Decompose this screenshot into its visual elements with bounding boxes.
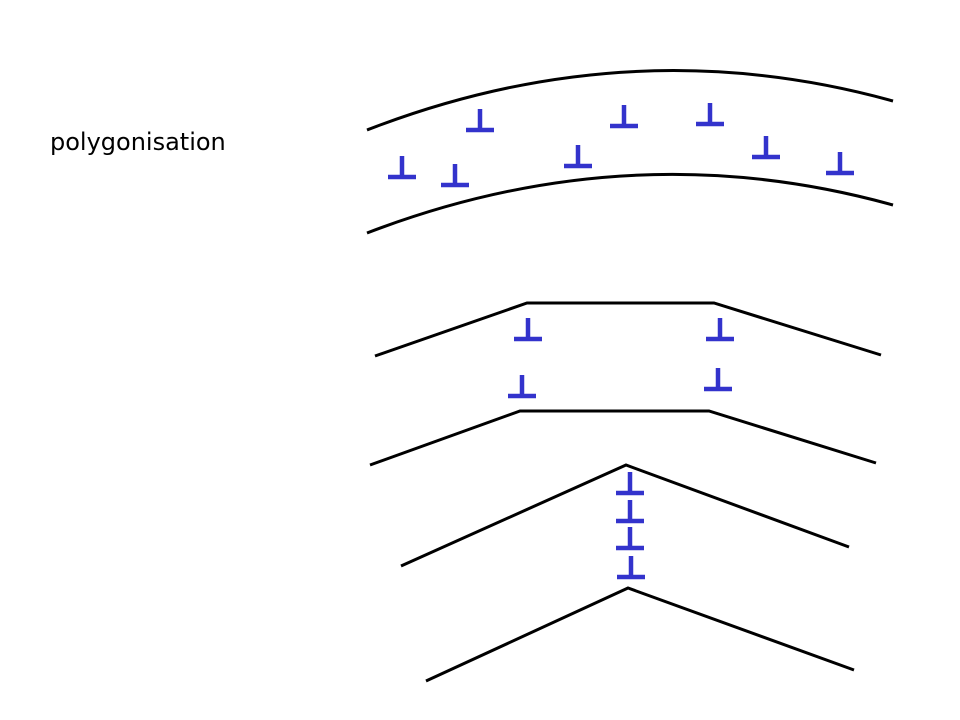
edge-dislocation-icon — [696, 103, 724, 127]
edge-dislocation-icon — [752, 136, 780, 160]
edge-dislocation-icon — [616, 527, 644, 551]
curved-plane-upper — [366, 69, 894, 132]
polygon-plane-upper — [374, 301, 882, 358]
edge-dislocation-icon — [616, 500, 644, 524]
edge-dislocation-icon — [508, 375, 536, 399]
edge-dislocation-icon — [441, 164, 469, 188]
edge-dislocation-icon — [466, 109, 494, 133]
curved-plane-lower — [366, 172, 894, 235]
edge-dislocation-icon — [564, 145, 592, 169]
edge-dislocation-icon — [388, 156, 416, 180]
dislocations-tilt-wall — [616, 472, 645, 580]
stage-polygonised-lattice — [369, 301, 882, 467]
tilt-plane-lower — [425, 586, 855, 683]
stage-curved-lattice — [366, 69, 894, 235]
stage-tilt-boundary — [400, 463, 855, 683]
edge-dislocation-icon — [610, 105, 638, 129]
edge-dislocation-icon — [706, 318, 734, 342]
dislocations-polygonised — [508, 318, 734, 399]
edge-dislocation-icon — [826, 152, 854, 176]
tilt-plane-upper — [400, 463, 850, 568]
polygon-plane-lower — [369, 409, 877, 467]
edge-dislocation-icon — [704, 368, 732, 392]
dislocations-curved — [388, 103, 854, 188]
caption-polygonisation: polygonisation — [50, 128, 226, 156]
edge-dislocation-icon — [617, 556, 645, 580]
edge-dislocation-icon — [616, 472, 644, 496]
edge-dislocation-icon — [514, 318, 542, 342]
